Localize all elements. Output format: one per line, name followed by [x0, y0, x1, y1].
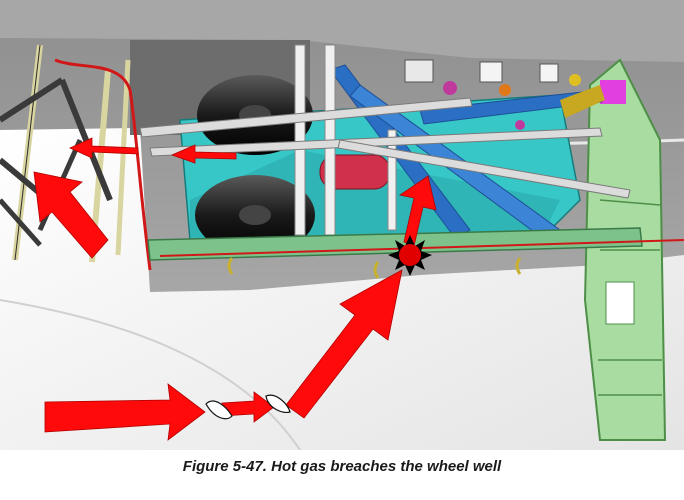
flow-arrow-diagonal: [285, 269, 403, 419]
flow-arrow-truss: [33, 171, 109, 259]
tire-lower-hub: [239, 205, 271, 225]
rail-hooks: [227, 257, 522, 279]
flow-arrow-entry: [44, 383, 206, 441]
fuselage-skin: [0, 128, 684, 450]
ceiling-panel: [0, 0, 684, 62]
center-strut: [387, 129, 397, 231]
flow-arrow-up: [399, 175, 437, 247]
breach-outline-right: [265, 394, 291, 413]
wing-panel-cutout: [605, 281, 635, 325]
red-cable: [54, 58, 152, 271]
top-equipment: [404, 59, 605, 130]
wing-ribs: [598, 199, 662, 396]
wheel-well-diagram: [0, 0, 684, 450]
hot-gas-flow: [33, 137, 437, 441]
fuselage-curve: [0, 299, 301, 450]
flow-arrow-left-upper: [69, 137, 139, 159]
breach-outline-left: [205, 400, 233, 420]
brace-bars: [139, 97, 631, 199]
starburst-icon: [388, 235, 432, 276]
main-strut-left: [294, 44, 306, 236]
figure-caption: Figure 5-47. Hot gas breaches the wheel …: [182, 458, 502, 475]
flow-arrow-left-middle: [170, 144, 237, 164]
